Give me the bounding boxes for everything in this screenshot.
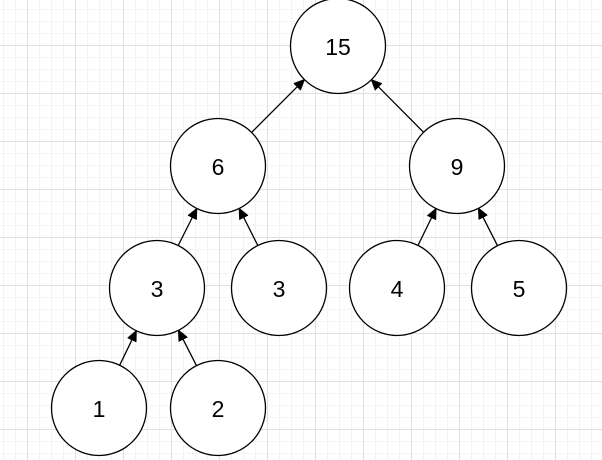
- tree-edge-n6-to-n15[interactable]: [251, 79, 305, 133]
- tree-node-n3b[interactable]: 3: [230, 239, 328, 337]
- node-circle-n15[interactable]: [289, 0, 387, 95]
- node-circle-n2[interactable]: [169, 359, 267, 457]
- node-circle-n1[interactable]: [50, 359, 148, 457]
- tree-node-n3a[interactable]: 3: [108, 239, 206, 337]
- node-circle-n4[interactable]: [348, 239, 446, 337]
- tree-edge-n3a-to-n6[interactable]: [177, 208, 198, 246]
- tree-edge-n5-to-n9[interactable]: [477, 207, 499, 246]
- tree-edge-n3b-to-n6[interactable]: [238, 208, 259, 246]
- tree-node-n4[interactable]: 4: [348, 239, 446, 337]
- tree-edge-n2-to-n3a[interactable]: [177, 329, 198, 366]
- tree-edge-n9-to-n15[interactable]: [370, 79, 425, 133]
- node-circle-n9[interactable]: [408, 117, 506, 215]
- tree-node-n1[interactable]: 1: [50, 359, 148, 457]
- node-circle-n3b[interactable]: [230, 239, 328, 337]
- node-circle-n3a[interactable]: [108, 239, 206, 337]
- tree-edge-n4-to-n9[interactable]: [417, 208, 437, 246]
- tree-node-n2[interactable]: 2: [169, 359, 267, 457]
- node-circle-n6[interactable]: [169, 117, 267, 215]
- node-circle-n5[interactable]: [470, 239, 568, 337]
- tree-edge-n1-to-n3a[interactable]: [119, 330, 137, 366]
- tree-node-n15[interactable]: 15: [289, 0, 387, 95]
- edges-layer: [119, 79, 499, 366]
- tree-node-n5[interactable]: 5: [470, 239, 568, 337]
- tree-node-n9[interactable]: 9: [408, 117, 506, 215]
- tree-node-n6[interactable]: 6: [169, 117, 267, 215]
